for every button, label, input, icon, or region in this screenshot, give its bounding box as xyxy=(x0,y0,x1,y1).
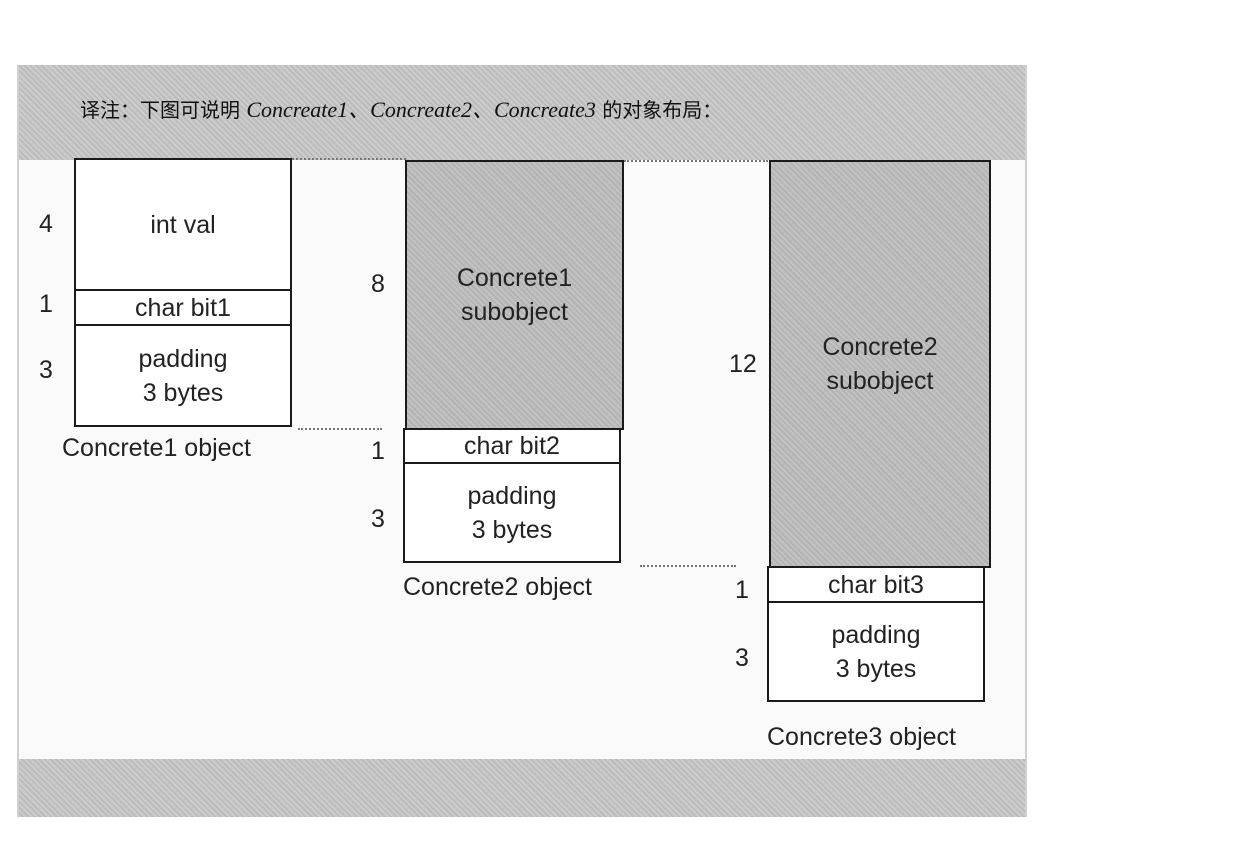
connector-dots xyxy=(292,158,406,160)
segment-padding: padding 3 bytes xyxy=(767,601,985,702)
size-label: 1 xyxy=(735,576,749,604)
size-label: 3 xyxy=(735,644,749,672)
title-suffix: 的对象布局： xyxy=(595,98,723,122)
diagram-title: 译注：下图可说明 Concreate1、Concreate2、Concreate… xyxy=(80,95,722,125)
segment-concrete1-subobject: Concrete1 subobject xyxy=(405,160,624,430)
size-label: 3 xyxy=(39,356,53,384)
object-caption: Concrete2 object xyxy=(403,573,593,601)
header-band xyxy=(19,65,1025,160)
object-caption: Concrete1 object xyxy=(62,434,252,462)
segment-char-bit2: char bit2 xyxy=(403,428,621,464)
segment-padding: padding 3 bytes xyxy=(403,462,621,563)
segment-char-bit1: char bit1 xyxy=(74,289,292,326)
segment-padding: padding 3 bytes xyxy=(74,324,292,427)
title-prefix: 译注：下图可说明 xyxy=(80,98,247,122)
connector-dots xyxy=(640,565,736,567)
size-label: 3 xyxy=(371,505,385,533)
segment-char-bit3: char bit3 xyxy=(767,566,985,603)
footer-band xyxy=(19,759,1025,817)
title-class-names: Concreate1、Concreate2、Concreate3 xyxy=(246,97,596,122)
size-label: 12 xyxy=(729,350,757,378)
size-label: 1 xyxy=(371,437,385,465)
connector-dots xyxy=(298,428,382,430)
connector-dots xyxy=(624,160,768,162)
segment-int-val: int val xyxy=(74,158,292,291)
segment-concrete2-subobject: Concrete2 subobject xyxy=(769,160,991,568)
size-label: 8 xyxy=(371,270,385,298)
object-caption: Concrete3 object xyxy=(767,723,957,751)
size-label: 1 xyxy=(39,290,53,318)
size-label: 4 xyxy=(39,210,53,238)
